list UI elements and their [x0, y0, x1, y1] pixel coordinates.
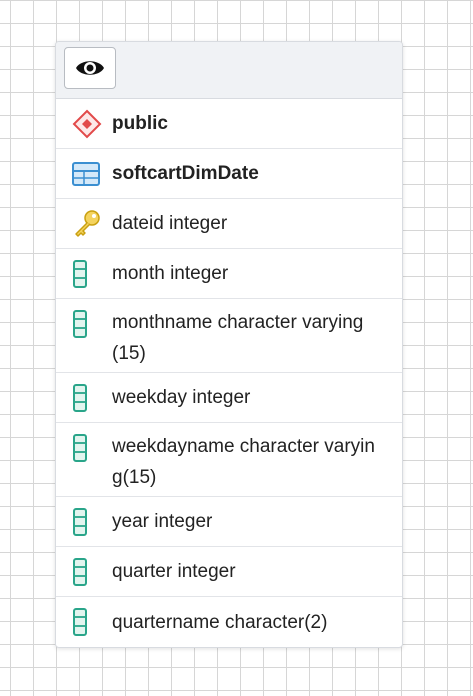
- primary-key-icon: [72, 209, 104, 239]
- column-row: weekdayname character varying(15): [56, 423, 402, 497]
- column-label: weekday integer: [112, 387, 251, 408]
- column-label: month integer: [112, 263, 229, 284]
- column-row: quartername character(2): [56, 597, 402, 647]
- table-icon: [72, 159, 104, 189]
- column-label: weekdayname character varying(15): [112, 436, 375, 488]
- column-row: quarter integer: [56, 547, 402, 597]
- toggle-details-button[interactable]: [64, 47, 116, 89]
- column-label: monthname character varying(15): [112, 312, 364, 364]
- column-icon: [72, 259, 104, 289]
- column-label: year integer: [112, 511, 213, 532]
- column-icon: [72, 309, 104, 339]
- column-row: dateid integer: [56, 199, 402, 249]
- table-node[interactable]: public softcartDimDate da: [55, 41, 403, 648]
- column-icon: [72, 507, 104, 537]
- eye-icon: [76, 61, 104, 75]
- column-icon: [72, 383, 104, 413]
- schema-row: public: [56, 99, 402, 149]
- column-icon: [72, 607, 104, 637]
- column-icon: [72, 557, 104, 587]
- schema-diamond-icon: [72, 109, 104, 139]
- table-name-label: softcartDimDate: [112, 163, 259, 184]
- column-row: weekday integer: [56, 373, 402, 423]
- column-icon: [72, 433, 104, 463]
- table-node-header: [56, 42, 402, 99]
- column-label: quartername character(2): [112, 611, 328, 633]
- column-row: monthname character varying(15): [56, 299, 402, 373]
- table-row: softcartDimDate: [56, 149, 402, 199]
- schema-label: public: [112, 113, 168, 134]
- column-row: month integer: [56, 249, 402, 299]
- column-label: dateid integer: [112, 213, 228, 234]
- column-row: year integer: [56, 497, 402, 547]
- column-label: quarter integer: [112, 561, 236, 582]
